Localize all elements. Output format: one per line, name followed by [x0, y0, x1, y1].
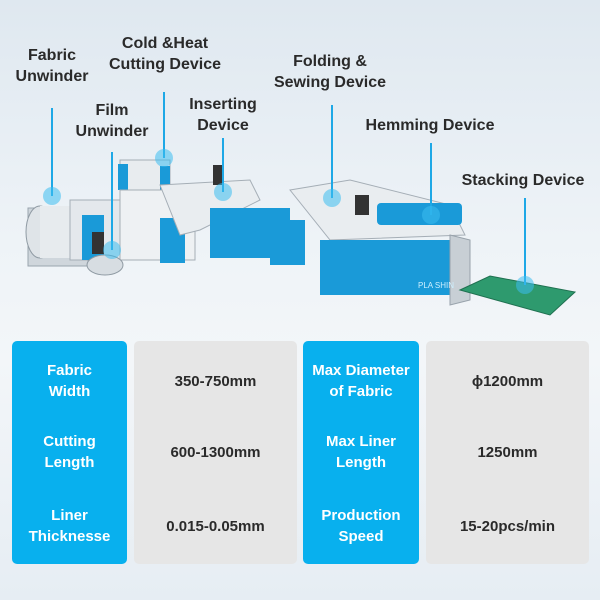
production-line-illustration: PLA SHIN	[25, 159, 577, 316]
spec-value-liner-thickness: 0.015-0.05mm	[166, 517, 265, 535]
sewing-hemming-machine: PLA SHIN	[289, 179, 471, 306]
spec-value-fabric-width: 350-750mm	[174, 372, 257, 390]
label-stacking-device: Stacking Device	[461, 172, 585, 189]
callout-dot	[422, 206, 440, 224]
callout-dot	[323, 189, 341, 207]
spec-value-max-liner-length: 1250mm	[477, 443, 538, 461]
callout-line	[331, 105, 333, 198]
callout-dot	[43, 187, 61, 205]
stacking-conveyor	[458, 275, 577, 316]
spec-value-production-speed: 15-20pcs/min	[459, 517, 556, 535]
spec-value-cutting-length: 600-1300mm	[170, 443, 261, 461]
label-folding-sewing-device: Folding &Sewing Device	[273, 53, 387, 91]
spec-values-right: ϕ1200mm 1250mm 15-20pcs/min	[426, 341, 589, 564]
spec-value-max-diameter: ϕ1200mm	[471, 372, 544, 390]
callout-line	[111, 152, 113, 250]
spec-values-left: 350-750mm 600-1300mm 0.015-0.05mm	[134, 341, 297, 564]
callout-dot	[103, 241, 121, 259]
callout-line	[222, 138, 224, 192]
callout-line	[524, 198, 526, 285]
callout-line	[51, 108, 53, 196]
cutting-machine	[69, 159, 196, 276]
callout-dot	[214, 183, 232, 201]
svg-text:PLA SHIN: PLA SHIN	[418, 281, 454, 290]
inserting-machine	[159, 165, 305, 265]
callout-line	[163, 92, 165, 158]
label-hemming-device: Hemming Device	[365, 117, 495, 134]
callout-dot	[155, 149, 173, 167]
callout-line	[430, 143, 432, 215]
callout-dot	[516, 276, 534, 294]
